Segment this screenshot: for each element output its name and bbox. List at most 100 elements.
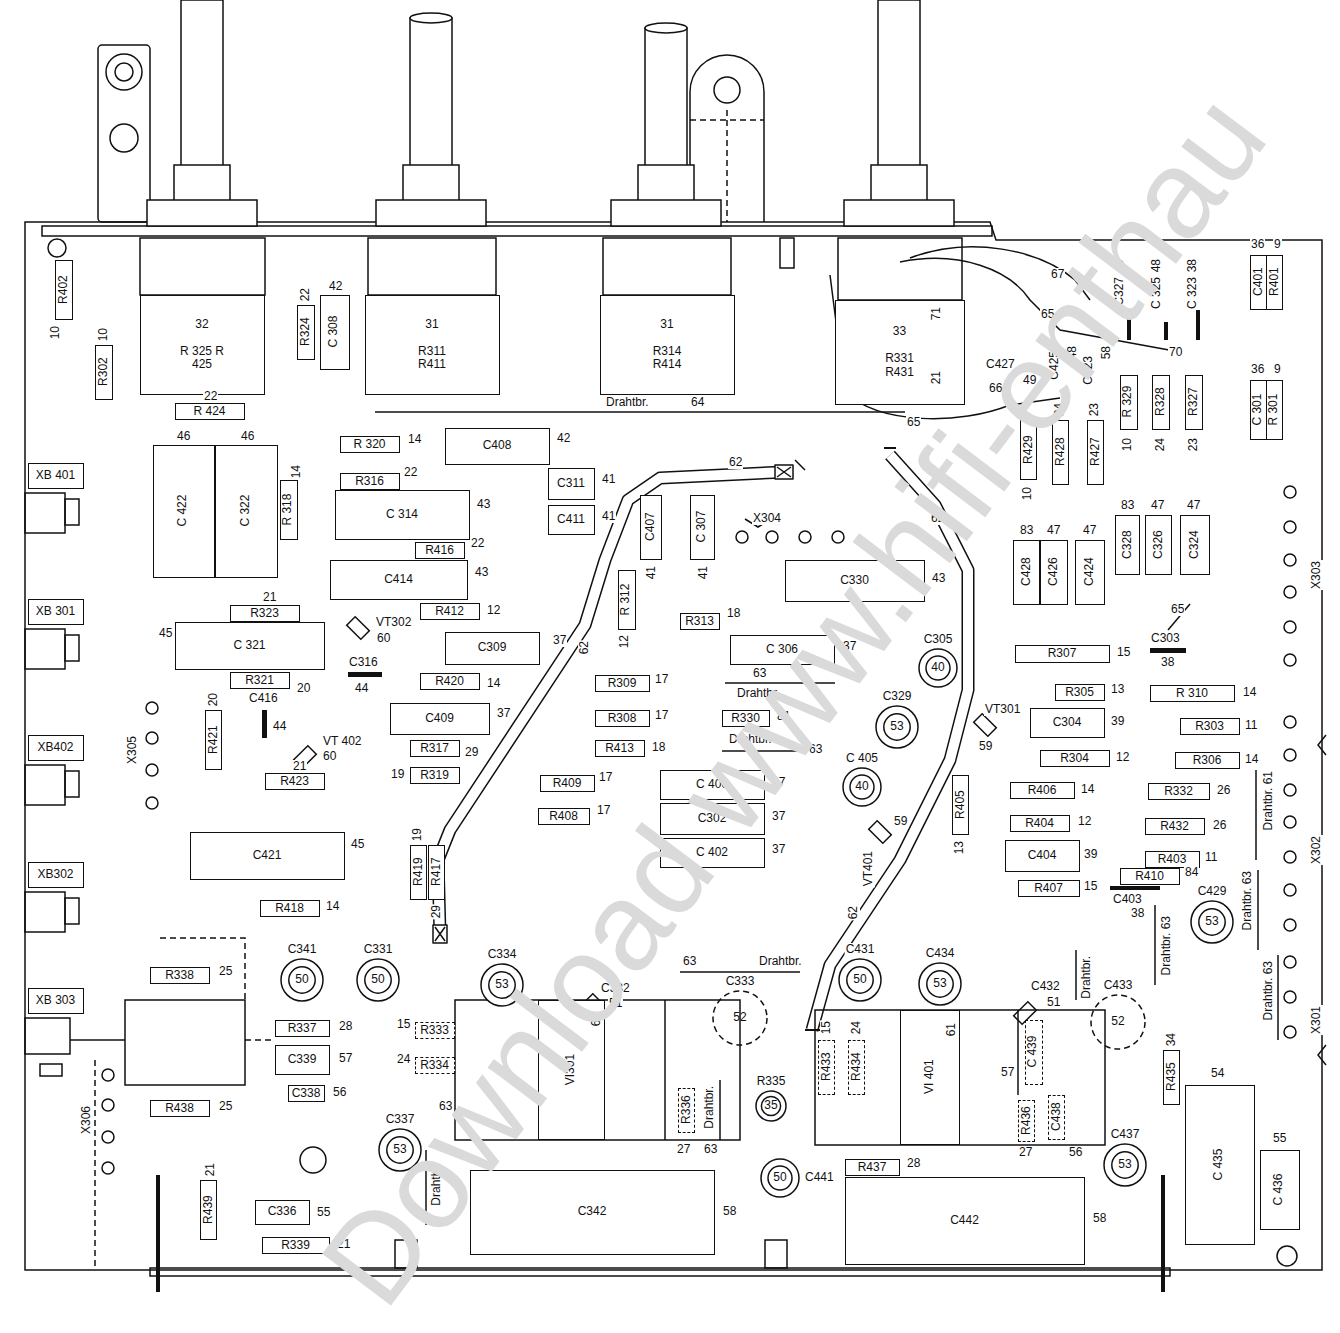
callout-number: 21 [262, 591, 277, 604]
text-holder: R332 [1164, 785, 1193, 798]
component-box: R420 [420, 673, 480, 690]
wire-bridge [680, 971, 800, 973]
part-name: 31 [425, 318, 438, 331]
text-holder: R405 [954, 790, 967, 819]
callout-number: 22 [299, 287, 312, 302]
component-box: R313 [680, 613, 720, 630]
part-name: C302 [698, 812, 727, 825]
component-box: C324 [1180, 515, 1210, 575]
part-name: R401 [1268, 268, 1281, 297]
capacitor-outline [481, 964, 523, 1006]
component-box: R 301 [1266, 380, 1283, 440]
shielded-cable [433, 448, 968, 1030]
ceramic-capacitor [1127, 318, 1131, 340]
hidden-component-box: R333 [415, 1022, 455, 1039]
component-box: C311 [548, 468, 595, 500]
part-name: R328 [1154, 388, 1167, 417]
transistor-symbol [294, 746, 317, 769]
component-box: R408 [538, 808, 590, 825]
potentiometer-body [878, 0, 920, 168]
part-name: R406 [1028, 784, 1057, 797]
part-name: C407 [644, 513, 657, 542]
part-name: R303 [1195, 720, 1224, 733]
mounting-bracket [690, 55, 764, 222]
part-name: R407 [1034, 882, 1063, 895]
callout-number: 24 [850, 1020, 863, 1035]
part-name: R306 [1193, 754, 1222, 767]
part-name: R330 [731, 712, 760, 725]
callout-number: Drahtbr. 63 [1262, 960, 1275, 1021]
callout-number: 15 [820, 1020, 833, 1035]
component-box: R421 [205, 710, 222, 770]
part-name: C334 [487, 948, 518, 961]
text-holder: C442 [950, 1214, 979, 1227]
text-holder: C 308 [328, 316, 341, 348]
value-number: 53 [933, 977, 946, 990]
part-name: R333 [420, 1024, 449, 1037]
text-holder: R408 [549, 810, 578, 823]
hidden-component-box: R434 [848, 1040, 865, 1095]
input-jack [25, 493, 245, 1085]
component-box: R402 [55, 260, 73, 320]
callout-number: X303 [1310, 560, 1323, 590]
text-holder: XB402 [37, 741, 73, 754]
callout-number: 42 [556, 432, 571, 445]
callout-number: 19 [411, 827, 424, 842]
hidden-capacitor: 52C333 [712, 990, 768, 1046]
capacitor-ring [1112, 1152, 1138, 1178]
callout-number: 43 [476, 498, 491, 511]
text-holder: R324 [299, 318, 312, 347]
solder-pin [832, 531, 844, 543]
component-box: C338 [288, 1085, 325, 1102]
part-name: R434 [850, 1053, 863, 1082]
wire-bridge [725, 682, 835, 684]
part-name: R429 [1022, 435, 1035, 464]
solder-pin [1284, 716, 1296, 728]
mounting-bracket [780, 238, 794, 268]
input-jack [40, 1064, 62, 1076]
callout-number: 60 [376, 632, 391, 645]
text-holder: C 436 [1273, 1173, 1286, 1205]
component-box: R427 [1087, 420, 1104, 485]
component-box: R307 [1015, 645, 1110, 663]
pcb-outline [300, 1147, 326, 1173]
callout-number: 45 [158, 627, 173, 640]
text-holder: C 321 [233, 639, 265, 652]
component-box: C 314 [335, 490, 470, 540]
pcb-outline [1161, 1175, 1165, 1292]
component-box: R435 [1163, 1050, 1180, 1105]
part-name: C328 [1120, 530, 1133, 559]
solder-pin [1284, 654, 1296, 666]
callout-number: 20 [207, 692, 220, 707]
pcb-outline [245, 1039, 275, 1041]
part-name: C329 [882, 690, 913, 703]
callout-number: 14 [290, 464, 303, 479]
component-box: C 406 [660, 770, 765, 800]
transistor-symbol [347, 617, 370, 640]
text-holder: 40 [931, 661, 944, 674]
part-name: R439 [202, 1195, 215, 1224]
pcb-outline [48, 239, 66, 257]
text-holder: C309 [478, 641, 507, 654]
text-holder: R302 [97, 358, 110, 387]
part-name: R 329 [1122, 386, 1135, 418]
pcb-outline [42, 226, 992, 236]
text-holder: 32R 325 R 425 [179, 318, 225, 372]
capacitor-outline [281, 959, 323, 1001]
text-holder: R438 [165, 1102, 194, 1115]
callout-number: 61 [945, 1022, 958, 1037]
capacitor-outline [1103, 1143, 1147, 1187]
part-name: R336 [680, 1096, 693, 1125]
text-holder: C414 [384, 573, 413, 586]
text-holder: C 314 [386, 508, 418, 521]
part-name: R317 [420, 742, 449, 755]
callout-number: 47 [1082, 524, 1097, 537]
callout-number: C332 [600, 982, 631, 995]
component-box: C 308 [320, 295, 350, 370]
solder-pin [1284, 1026, 1296, 1038]
component-box: C409 [390, 703, 490, 735]
text-holder: R304 [1060, 752, 1089, 765]
callout-number: C327 [1113, 276, 1126, 307]
wire-bridge [722, 750, 805, 752]
